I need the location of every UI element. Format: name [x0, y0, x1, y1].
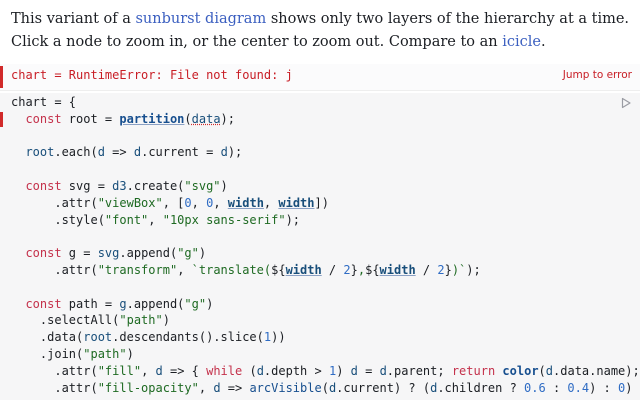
code-line: .style("font", "10px sans-serif");	[11, 212, 301, 227]
code-line: const root = partition(data);	[11, 111, 235, 126]
intro-text-segment: This variant of a	[11, 11, 136, 27]
intro-text-segment: Click a node to zoom in, or the center t…	[11, 34, 503, 50]
code-line: .join("path")	[11, 346, 134, 361]
error-marker	[0, 66, 3, 88]
code-line: const path = g.append("g")	[11, 296, 214, 311]
intro-line-2: Click a node to zoom in, or the center t…	[11, 31, 631, 54]
code-line: .data(root.descendants().slice(1))	[11, 330, 286, 345]
sunburst-diagram-link[interactable]: sunburst diagram	[135, 11, 267, 27]
code-editor[interactable]: chart = { const root = partition(data); …	[0, 93, 640, 400]
code-line: .attr("viewBox", [0, 0, width, width])	[11, 195, 329, 210]
code-line: .selectAll("path")	[11, 313, 170, 328]
jump-to-error-button[interactable]: Jump to error	[558, 67, 636, 83]
icicle-link[interactable]: icicle	[502, 34, 541, 50]
code-line: .attr("fill-opacity", d => arcVisible(d.…	[11, 380, 633, 395]
code-line: const g = svg.append("g")	[11, 246, 207, 261]
play-outline-icon[interactable]	[620, 97, 632, 109]
error-line-marker	[0, 112, 3, 127]
code-line: chart = {	[11, 95, 77, 109]
intro-text: This variant of a sunburst diagram shows…	[11, 8, 631, 54]
code-line: root.each(d => d.current = d);	[25, 145, 243, 160]
intro-line-1: This variant of a sunburst diagram shows…	[11, 8, 631, 31]
code-line: const svg = d3.create("svg")	[11, 178, 228, 193]
code-line: .attr("fill", d => { while (d.depth > 1)…	[11, 363, 640, 378]
error-output: chart = RuntimeError: File not found: j …	[0, 64, 640, 91]
error-message: chart = RuntimeError: File not found: j	[11, 68, 293, 82]
intro-text-segment: shows only two layers of the hierarchy a…	[266, 11, 630, 27]
code-block: chart = { const root = partition(data); …	[11, 94, 640, 396]
intro-text-segment: .	[540, 34, 546, 50]
code-line: .attr("transform", `translate(${width / …	[11, 262, 481, 277]
